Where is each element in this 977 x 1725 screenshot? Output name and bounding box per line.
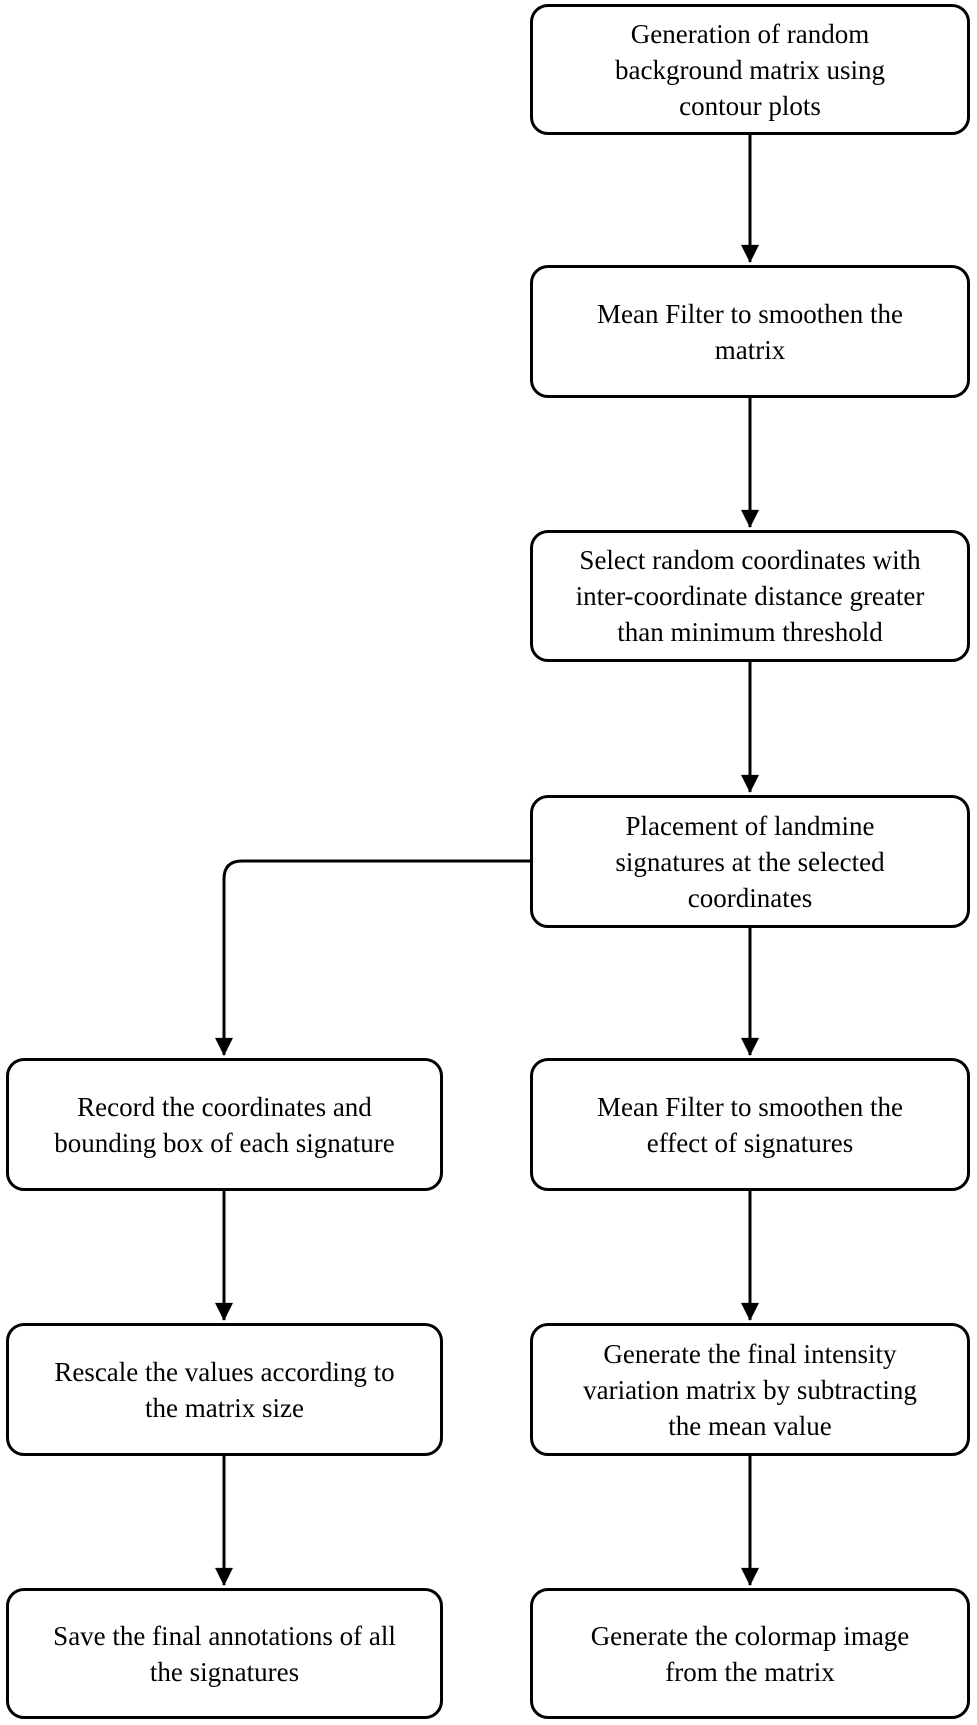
node-record-coordinates: Record the coordinates and bounding box … xyxy=(6,1058,443,1191)
node-colormap-image: Generate the colormap image from the mat… xyxy=(530,1588,970,1719)
node-final-intensity-matrix: Generate the final intensity variation m… xyxy=(530,1323,970,1456)
node-save-annotations: Save the final annotations of all the si… xyxy=(6,1588,443,1719)
node-generation-background: Generation of random background matrix u… xyxy=(530,4,970,135)
node-place-signatures: Placement of landmine signatures at the … xyxy=(530,795,970,928)
node-select-coordinates: Select random coordinates with inter-coo… xyxy=(530,530,970,662)
arrow-placement-to-record xyxy=(215,859,530,1056)
node-mean-filter-signatures: Mean Filter to smoothen the effect of si… xyxy=(530,1058,970,1191)
node-rescale-values: Rescale the values according to the matr… xyxy=(6,1323,443,1456)
node-mean-filter-matrix: Mean Filter to smoothen the matrix xyxy=(530,265,970,398)
